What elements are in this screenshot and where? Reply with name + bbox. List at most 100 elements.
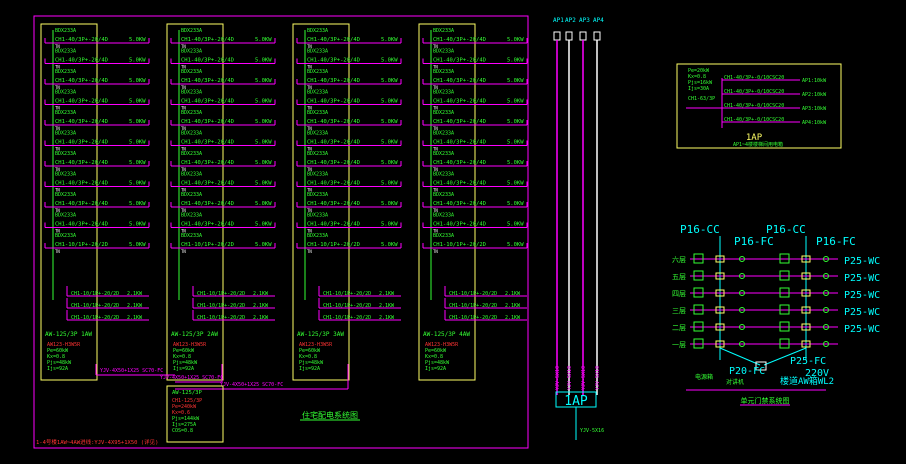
- intercom-source-label: 电源箱: [695, 373, 713, 381]
- breaker-tag: TN: [307, 208, 312, 213]
- distribution-frame: [33, 15, 529, 449]
- breaker-label: BDX233A: [55, 49, 76, 55]
- intercom-node-right: [801, 306, 811, 314]
- main-box-line: Kx=0.6: [172, 410, 190, 416]
- box-1ap-input: Pjs=16kW: [688, 80, 713, 86]
- breaker-load: 5.0KW: [255, 222, 272, 228]
- breaker-load: 5.0KW: [507, 37, 524, 43]
- breaker-label: BDX233A: [55, 172, 76, 178]
- breaker-label: BDX233A: [433, 110, 454, 116]
- intercom-node-left: [715, 255, 725, 263]
- breaker-label: BDX233A: [181, 90, 202, 96]
- feeder-label: YJV-4X50+1X25 SC70-FC: [220, 382, 283, 388]
- breaker-circuit: CH1-40/3P+-20/4D: [307, 78, 360, 84]
- intercom-voltage-label: 220V: [805, 368, 829, 379]
- breaker-tag: TN: [307, 126, 312, 131]
- breaker-circuit: CH1-40/3P+-20/4D: [181, 78, 234, 84]
- breaker-load: 5.0KW: [381, 201, 398, 207]
- riser-cap: [579, 31, 587, 41]
- breaker-load: 5.0KW: [255, 78, 272, 84]
- breaker-circuit: CH1-40/3P+-20/4D: [433, 160, 486, 166]
- riser-cable-label: YJV-5X10: [555, 366, 561, 390]
- breaker-circuit: CH1-40/3P+-20/4D: [307, 140, 360, 146]
- breaker-circuit: CH1-40/3P+-20/4D: [181, 181, 234, 187]
- box-1ap-output-dest: AP2:10kW: [802, 92, 827, 98]
- breaker-label: BDX233A: [181, 69, 202, 75]
- breaker-tag: TN: [181, 106, 186, 111]
- panel-spec: Ijs=92A: [299, 366, 320, 372]
- breaker-tag: TN: [55, 106, 60, 111]
- breaker-label: BDX233A: [55, 69, 76, 75]
- breaker-circuit: CH1-10/1P+-20/2D: [307, 242, 360, 248]
- breaker-tag: TN: [181, 167, 186, 172]
- breaker-circuit: CH1-40/3P+-20/4D: [307, 58, 360, 64]
- intercom-outlet-left: [739, 273, 745, 279]
- breaker-circuit: CH1-40/3P+-20/4D: [55, 37, 108, 43]
- intercom-phone-left: [693, 304, 704, 315]
- breaker-load: 5.0KW: [255, 160, 272, 166]
- sub-load: 2.1KW: [253, 303, 269, 309]
- box-1ap-output-dest: AP3:10kW: [802, 106, 827, 112]
- breaker-circuit: CH1-40/3P+-20/4D: [55, 201, 108, 207]
- main-box-line: COS=0.8: [172, 428, 193, 434]
- panel-spec: AW123-H3W5R: [425, 342, 459, 348]
- panel-footer: AW-125/3P 2AW: [171, 331, 218, 338]
- panel-spec: Kx=0.8: [299, 354, 317, 360]
- main-box-line: Pe=240kW: [172, 404, 197, 410]
- breaker-tag: TN: [433, 249, 438, 254]
- main-box-label: AW-125/3P: [172, 390, 202, 396]
- intercom-phone-right: [779, 321, 790, 332]
- panel-spec: Kx=0.8: [47, 354, 65, 360]
- breaker-circuit: CH1-40/3P+-20/4D: [181, 119, 234, 125]
- breaker-load: 5.0KW: [507, 160, 524, 166]
- panel-spec: Pjs=48kW: [173, 360, 198, 366]
- intercom-outlet-right: [823, 307, 829, 313]
- breaker-label: BDX233A: [433, 69, 454, 75]
- breaker-label: BDX233A: [433, 49, 454, 55]
- panel-spec: Ijs=92A: [47, 366, 68, 372]
- intercom-floor-label: 三层: [672, 307, 686, 315]
- panel-spec: Ijs=92A: [425, 366, 446, 372]
- intercom-floor-label: 六层: [672, 255, 686, 264]
- breaker-circuit: CH1-40/3P+-20/4D: [55, 160, 108, 166]
- breaker-label: BDX233A: [55, 28, 76, 34]
- breaker-circuit: CH1-40/3P+-20/4D: [433, 78, 486, 84]
- sub-circuit: CH1-10/1P+-20/2D: [197, 303, 245, 309]
- intercom-node-left: [715, 323, 725, 331]
- breaker-label: BDX233A: [55, 90, 76, 96]
- riser-cable-label: YJV-5X10: [581, 366, 587, 390]
- breaker-label: BDX233A: [307, 110, 328, 116]
- breaker-tag: TN: [433, 126, 438, 131]
- intercom-rack-label: 楼道AW箱WL2: [780, 375, 834, 387]
- intercom-header: P16-CC: [766, 223, 806, 236]
- riser-bottom-label: YJV-5X16: [580, 428, 604, 434]
- riser-cap: [593, 31, 601, 41]
- breaker-load: 5.0KW: [255, 37, 272, 43]
- breaker-load: 5.0KW: [381, 99, 398, 105]
- breaker-load: 5.0KW: [381, 37, 398, 43]
- breaker-label: BDX233A: [433, 172, 454, 178]
- breaker-label: BDX233A: [433, 151, 454, 157]
- breaker-load: 5.0KW: [507, 99, 524, 105]
- sub-load: 2.1KW: [127, 315, 143, 321]
- breaker-circuit: CH1-40/3P+-20/4D: [433, 99, 486, 105]
- panel-spec: Pjs=48kW: [299, 360, 324, 366]
- breaker-circuit: CH1-40/3P+-20/4D: [55, 58, 108, 64]
- breaker-load: 5.0KW: [129, 99, 146, 105]
- box-1ap-input: Ijs=30A: [688, 86, 709, 92]
- breaker-circuit: CH1-40/3P+-20/4D: [55, 99, 108, 105]
- feeder-label: YJV-4X50+1X25 SC70-FC: [160, 375, 223, 381]
- box-1ap-name: 1AP: [746, 133, 763, 143]
- breaker-label: BDX233A: [181, 172, 202, 178]
- feeder-label: YJV-4X50+1X25 SC70-FC: [100, 368, 163, 374]
- distribution-title: 住宅配电系统图: [302, 410, 358, 420]
- breaker-tag: TN: [55, 188, 60, 193]
- intercom-header: P16-FC: [816, 235, 856, 248]
- intercom-converge-right: [763, 347, 807, 366]
- panel-spec: Ijs=92A: [173, 366, 194, 372]
- breaker-tag: TN: [55, 85, 60, 90]
- intercom-node-right: [801, 255, 811, 263]
- intercom-phone-right: [779, 304, 790, 315]
- breaker-load: 5.0KW: [507, 78, 524, 84]
- box-1ap-breaker: CH1-63/3P: [688, 96, 715, 102]
